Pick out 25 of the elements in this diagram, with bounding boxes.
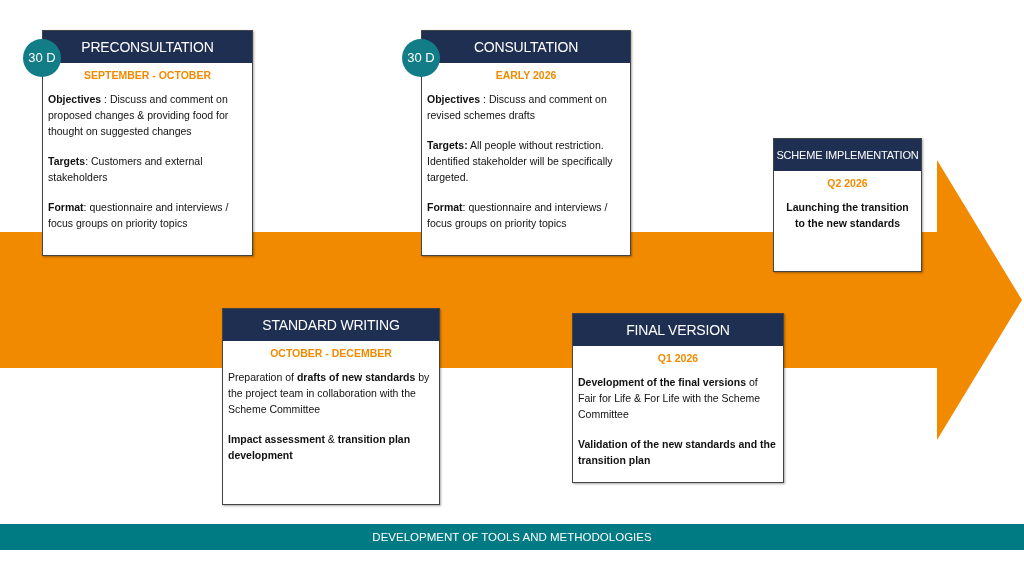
description-text: Targets: Customers and external stakeholders xyxy=(48,154,204,185)
phase-card xyxy=(773,138,922,272)
date-range: Q2 2026 xyxy=(826,177,869,189)
description-text: Development of the final versions of Fair for Life & For Life with the Scheme Committee xyxy=(578,375,762,422)
phase-band: DEVELOPMENT OF TOOLS AND METHODOLOGIES xyxy=(0,524,1024,550)
description-text: Validation of the new standards and the transition plan xyxy=(578,437,777,468)
phase-card xyxy=(572,313,784,483)
phase-card xyxy=(222,308,440,505)
date-range: EARLY 2026 xyxy=(494,69,558,81)
description-text: Preparation of drafts of new standards by the project team in collaboration with the Scheme Committee xyxy=(228,370,431,417)
card-title: FINAL VERSION xyxy=(573,314,783,346)
description-text: Format: questionnaire and interviews / focus groups on priority topics xyxy=(48,200,230,231)
card-title: SCHEME IMPLEMENTATION xyxy=(774,139,921,171)
description-text: Objectives : Discuss and comment on proposed changes & providing food for thought on suggested changes xyxy=(48,92,230,139)
description-text: Objectives : Discuss and comment on revised schemes drafts xyxy=(427,92,608,123)
date-range: Q1 2026 xyxy=(656,352,700,364)
date-range: SEPTEMBER - OCTOBER xyxy=(83,69,212,81)
duration-badge: 30 D xyxy=(23,39,61,77)
description-text: Format: questionnaire and interviews / focus groups on priority topics xyxy=(427,200,609,231)
description-text: Impact assessment & transition plan development xyxy=(228,432,412,463)
card-title: STANDARD WRITING xyxy=(223,309,439,341)
date-range: OCTOBER - DECEMBER xyxy=(269,347,393,359)
description-text: Targets: All people without restriction. Identified stakeholder will be specifically targeted. xyxy=(427,138,614,185)
description-text: Launching the transition to the new standards xyxy=(785,200,910,231)
duration-badge: 30 D xyxy=(402,39,440,77)
